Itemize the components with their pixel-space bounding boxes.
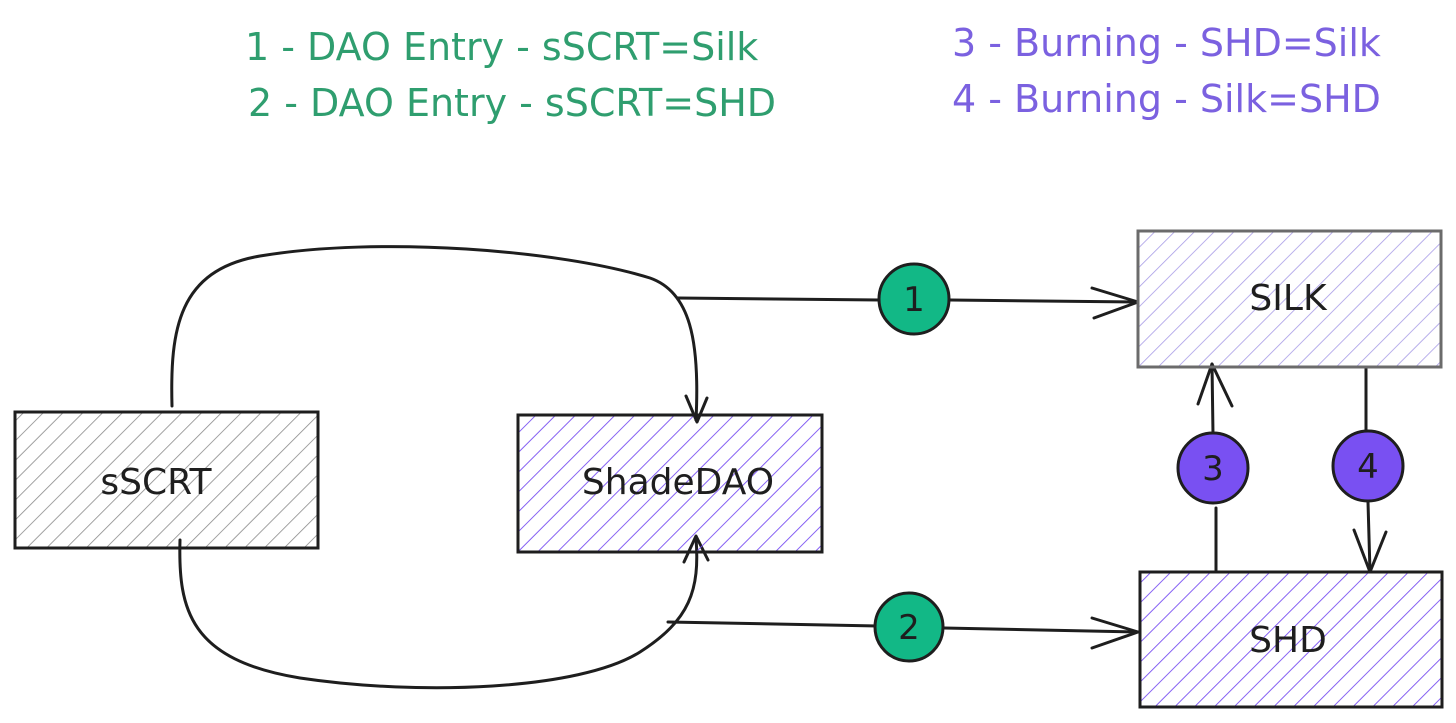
edge-burning-3 xyxy=(1210,362,1218,572)
badge-3: 3 xyxy=(1176,431,1250,505)
node-silk-box xyxy=(1136,229,1443,369)
node-sscrt: sSCRT xyxy=(13,410,320,550)
legend-burning-3: 3 - Burning - SHD=Silk xyxy=(952,21,1381,65)
node-silk: SILK xyxy=(1136,229,1443,369)
edge-burning-4 xyxy=(1364,366,1372,574)
node-shd: SHD xyxy=(1138,570,1444,709)
node-shadedao: ShadeDAO xyxy=(516,413,824,554)
edge-sscrt-to-shadedao-bottom xyxy=(178,536,699,690)
badge-4-label: 4 xyxy=(1357,447,1379,487)
node-shadedao-box xyxy=(516,413,824,554)
edge-sscrt-to-shadedao-top xyxy=(170,245,699,422)
legend-burning-4: 4 - Burning - Silk=SHD xyxy=(952,77,1381,121)
node-sscrt-label: sSCRT xyxy=(100,462,212,503)
node-shd-label: SHD xyxy=(1249,620,1327,661)
badge-1-label: 1 xyxy=(903,280,925,320)
arrowhead-burning-3 xyxy=(1196,362,1234,408)
node-silk-label: SILK xyxy=(1249,278,1328,319)
edge-dao-entry-1 xyxy=(676,296,1140,304)
legend-dao-entry-1: 1 - DAO Entry - sSCRT=Silk xyxy=(245,25,758,69)
node-sscrt-box xyxy=(13,410,320,550)
arrowhead-shd xyxy=(1090,616,1140,650)
edge-dao-entry-2 xyxy=(666,620,1140,634)
badge-3-label: 3 xyxy=(1202,449,1224,489)
badge-2-label: 2 xyxy=(898,608,920,648)
node-shadedao-label: ShadeDAO xyxy=(582,462,774,503)
legend-dao-entry-2: 2 - DAO Entry - sSCRT=SHD xyxy=(248,81,776,125)
legend: 1 - DAO Entry - sSCRT=Silk 2 - DAO Entry… xyxy=(245,21,1381,125)
badge-1: 1 xyxy=(877,262,951,336)
node-shd-box xyxy=(1138,570,1444,709)
badge-4: 4 xyxy=(1331,429,1405,503)
badge-2: 2 xyxy=(873,591,945,663)
